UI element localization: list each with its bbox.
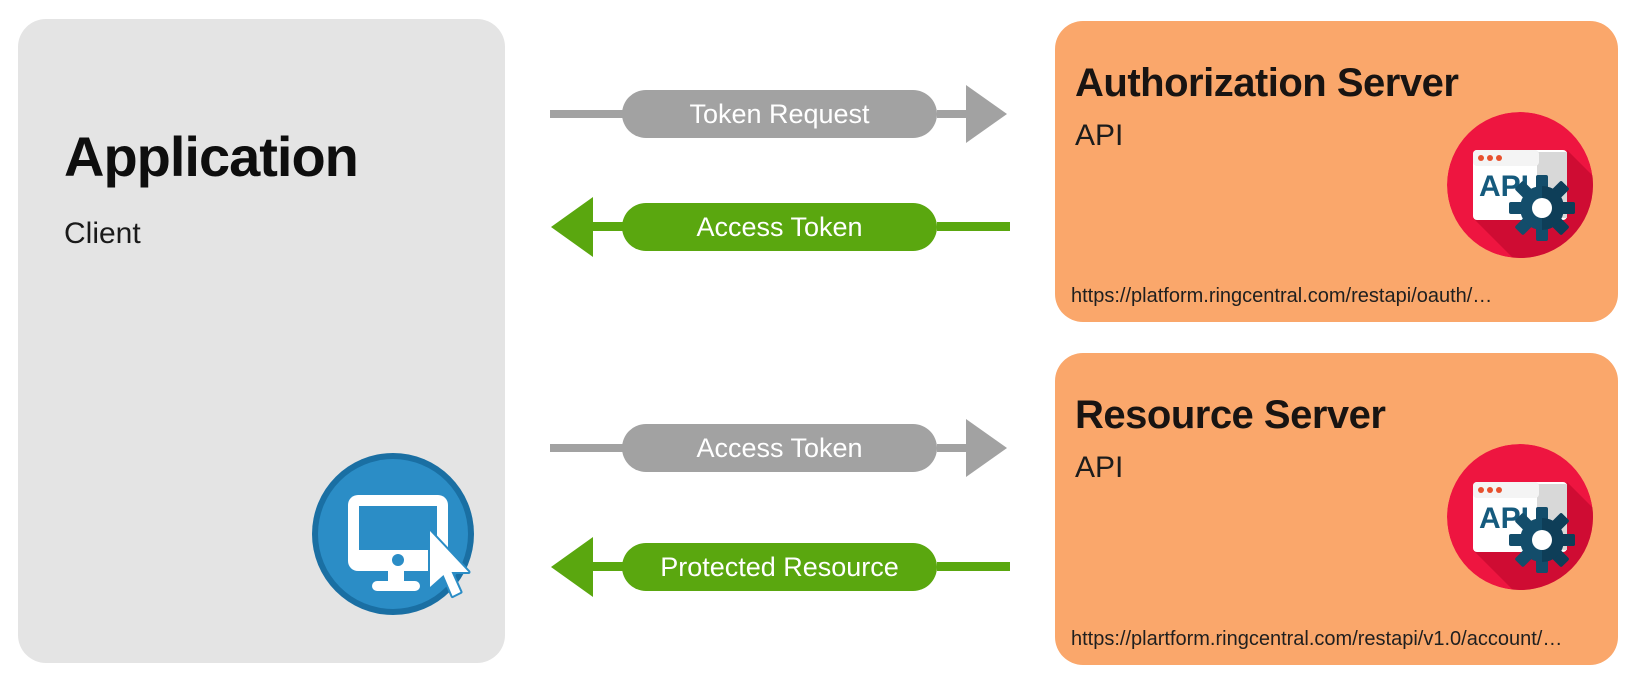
arrow-line — [937, 110, 966, 118]
authorization-server-url: https://platform.ringcentral.com/restapi… — [1071, 285, 1493, 307]
arrowhead-right-icon — [966, 85, 1007, 143]
application-box: Application Client — [18, 19, 505, 663]
api-icon: API — [1447, 444, 1593, 590]
arrow-label-pill: Access Token — [622, 424, 937, 472]
resource-server-title: Resource Server — [1075, 393, 1386, 437]
arrow-line — [937, 222, 1010, 231]
application-subtitle: Client — [64, 217, 141, 250]
computer-cursor-icon — [312, 453, 474, 615]
authorization-server-title: Authorization Server — [1075, 61, 1459, 105]
arrowhead-right-icon — [966, 419, 1007, 477]
api-icon: API — [1447, 112, 1593, 258]
resource-server-box: Resource Server API https://plartform.ri… — [1055, 353, 1618, 665]
resource-server-api-label: API — [1075, 451, 1124, 484]
arrow-line — [550, 444, 630, 452]
arrow-line — [593, 222, 633, 231]
arrow-label-pill: Protected Resource — [622, 543, 937, 591]
arrow-line — [593, 562, 633, 571]
application-title: Application — [64, 125, 359, 188]
arrow-line — [550, 110, 630, 118]
arrowhead-left-icon — [551, 537, 593, 597]
arrow-line — [937, 444, 966, 452]
authorization-server-box: Authorization Server API https://platfor… — [1055, 21, 1618, 322]
authorization-server-api-label: API — [1075, 119, 1124, 152]
arrow-line — [937, 562, 1010, 571]
resource-server-url: https://plartform.ringcentral.com/restap… — [1071, 628, 1563, 650]
arrowhead-left-icon — [551, 197, 593, 257]
arrow-label-pill: Access Token — [622, 203, 937, 251]
arrow-label-pill: Token Request — [622, 90, 937, 138]
